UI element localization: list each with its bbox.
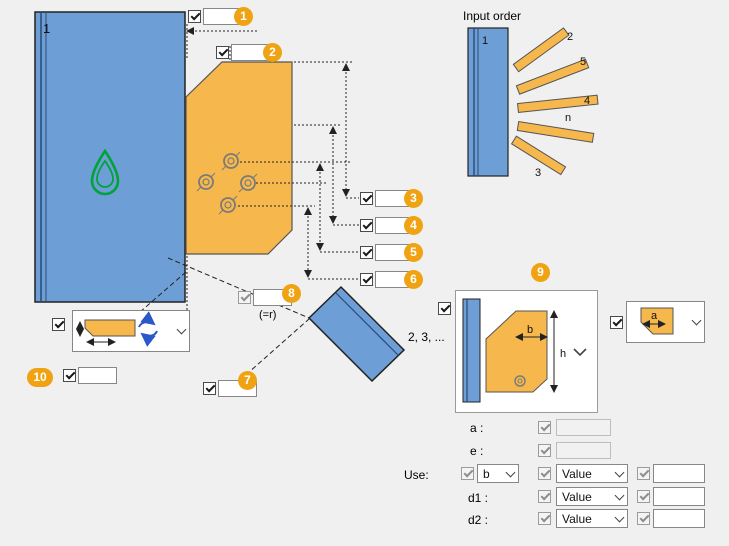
d2-value-combo[interactable]: Value xyxy=(556,509,628,528)
input-order-beam-2 xyxy=(512,27,570,73)
use-row-checkbox-1[interactable] xyxy=(461,467,474,480)
d1-row-label: d1 : xyxy=(468,491,489,505)
use-row-label: Use: xyxy=(404,468,429,482)
use-dimension-combo[interactable]: b xyxy=(477,464,519,483)
input-order-beam-5 xyxy=(515,58,590,95)
dim10-checkbox[interactable] xyxy=(63,369,76,382)
dim1-checkbox[interactable] xyxy=(188,10,201,23)
chevron-down-icon xyxy=(611,465,627,482)
a-row-checkbox[interactable] xyxy=(538,421,551,434)
bolt-icon xyxy=(514,375,526,387)
d1-row-checkbox-1[interactable] xyxy=(538,490,551,503)
d2-row-field[interactable] xyxy=(653,509,705,528)
beam-2-label: 2 xyxy=(567,31,573,43)
badge-3: 3 xyxy=(404,189,423,208)
dim3-checkbox[interactable] xyxy=(360,192,373,205)
brace-label: 2, 3, ... xyxy=(408,330,445,344)
beam-n-label: n xyxy=(565,112,571,124)
badge-10: 10 xyxy=(27,368,53,387)
dim8-checkbox[interactable] xyxy=(238,291,251,304)
plate-type-preview xyxy=(76,311,158,347)
d1-row-checkbox-2[interactable] xyxy=(637,490,650,503)
brace-part xyxy=(307,285,406,383)
corner-shape-preview: a xyxy=(640,307,674,335)
input-order-title: Input order xyxy=(463,9,522,23)
main-column-label: 1 xyxy=(43,21,50,36)
e-row-field[interactable] xyxy=(556,442,611,459)
input-order-diagram: 1 2 5 4 n 3 xyxy=(467,27,599,179)
d2-row-checkbox-2[interactable] xyxy=(637,512,650,525)
use-value-combo[interactable]: Value xyxy=(556,464,628,483)
badge-2: 2 xyxy=(263,43,282,62)
bolt-icon xyxy=(221,151,241,171)
gusset-plate xyxy=(185,61,293,255)
radius-note: (=r) xyxy=(259,309,277,321)
d2-value-option: Value xyxy=(562,511,592,526)
dim6-checkbox[interactable] xyxy=(360,273,373,286)
chevron-down-icon xyxy=(611,510,627,527)
a-row-field[interactable] xyxy=(556,419,611,436)
badge-1: 1 xyxy=(234,7,253,26)
chevron-down-icon xyxy=(573,348,587,357)
dim2-checkbox[interactable] xyxy=(216,46,229,59)
beam-4-label: 4 xyxy=(584,95,590,107)
bolt-symbols xyxy=(196,151,258,215)
bolt-icon xyxy=(218,195,238,215)
d1-value-combo[interactable]: Value xyxy=(556,487,628,506)
use-row-checkbox-3[interactable] xyxy=(637,467,650,480)
badge-6: 6 xyxy=(404,270,423,289)
plate-shape-preview: b h xyxy=(462,298,587,403)
badge-4: 4 xyxy=(404,216,423,235)
d1-value-option: Value xyxy=(562,489,592,504)
chevron-down-icon xyxy=(688,302,704,342)
chevron-down-icon xyxy=(611,488,627,505)
input-order-beam-n xyxy=(516,120,595,143)
beam-3-label: 3 xyxy=(535,167,541,179)
use-row-checkbox-2[interactable] xyxy=(538,467,551,480)
badge-5: 5 xyxy=(404,243,423,262)
corner-shape-combo[interactable]: a xyxy=(626,301,705,343)
d1-row-field[interactable] xyxy=(653,487,705,506)
dim5-checkbox[interactable] xyxy=(360,246,373,259)
plate-type-combo[interactable] xyxy=(72,310,190,352)
input-order-beam-3 xyxy=(510,135,567,176)
input-order-column-label: 1 xyxy=(482,35,488,47)
dim-a-label: a xyxy=(651,310,658,322)
a-row-label: a : xyxy=(470,421,484,435)
input-order-beam-4 xyxy=(516,94,599,114)
e-row-checkbox[interactable] xyxy=(538,444,551,457)
e-row-label: e : xyxy=(470,444,484,458)
use-value-option: Value xyxy=(562,466,592,481)
dim2-field[interactable] xyxy=(231,44,270,61)
plate-shape-combo[interactable]: b h xyxy=(455,290,598,413)
badge-7: 7 xyxy=(238,371,257,390)
use-row-field[interactable] xyxy=(653,464,705,483)
badge-8: 8 xyxy=(282,284,301,303)
corner-shape-checkbox[interactable] xyxy=(610,316,623,329)
chevron-down-icon xyxy=(502,465,518,482)
plate-shape-checkbox[interactable] xyxy=(438,302,451,315)
chevron-down-icon xyxy=(173,311,189,351)
dim7-checkbox[interactable] xyxy=(203,382,216,395)
dim-h-label: h xyxy=(560,348,566,360)
use-dimension-value: b xyxy=(483,466,490,481)
bolt-icon xyxy=(238,173,258,193)
swap-arrows-icon xyxy=(138,311,158,347)
d2-row-label: d2 : xyxy=(468,513,489,527)
badge-9: 9 xyxy=(531,263,550,282)
bolt-icon xyxy=(196,172,216,192)
direction-icon xyxy=(90,148,120,196)
dim10-field[interactable] xyxy=(78,367,117,384)
dim4-checkbox[interactable] xyxy=(360,219,373,232)
plate-type-checkbox[interactable] xyxy=(52,318,65,331)
dimension-lines xyxy=(139,24,359,397)
dim-b-label: b xyxy=(527,324,533,336)
beam-5-label: 5 xyxy=(580,56,586,68)
d2-row-checkbox-1[interactable] xyxy=(538,512,551,525)
